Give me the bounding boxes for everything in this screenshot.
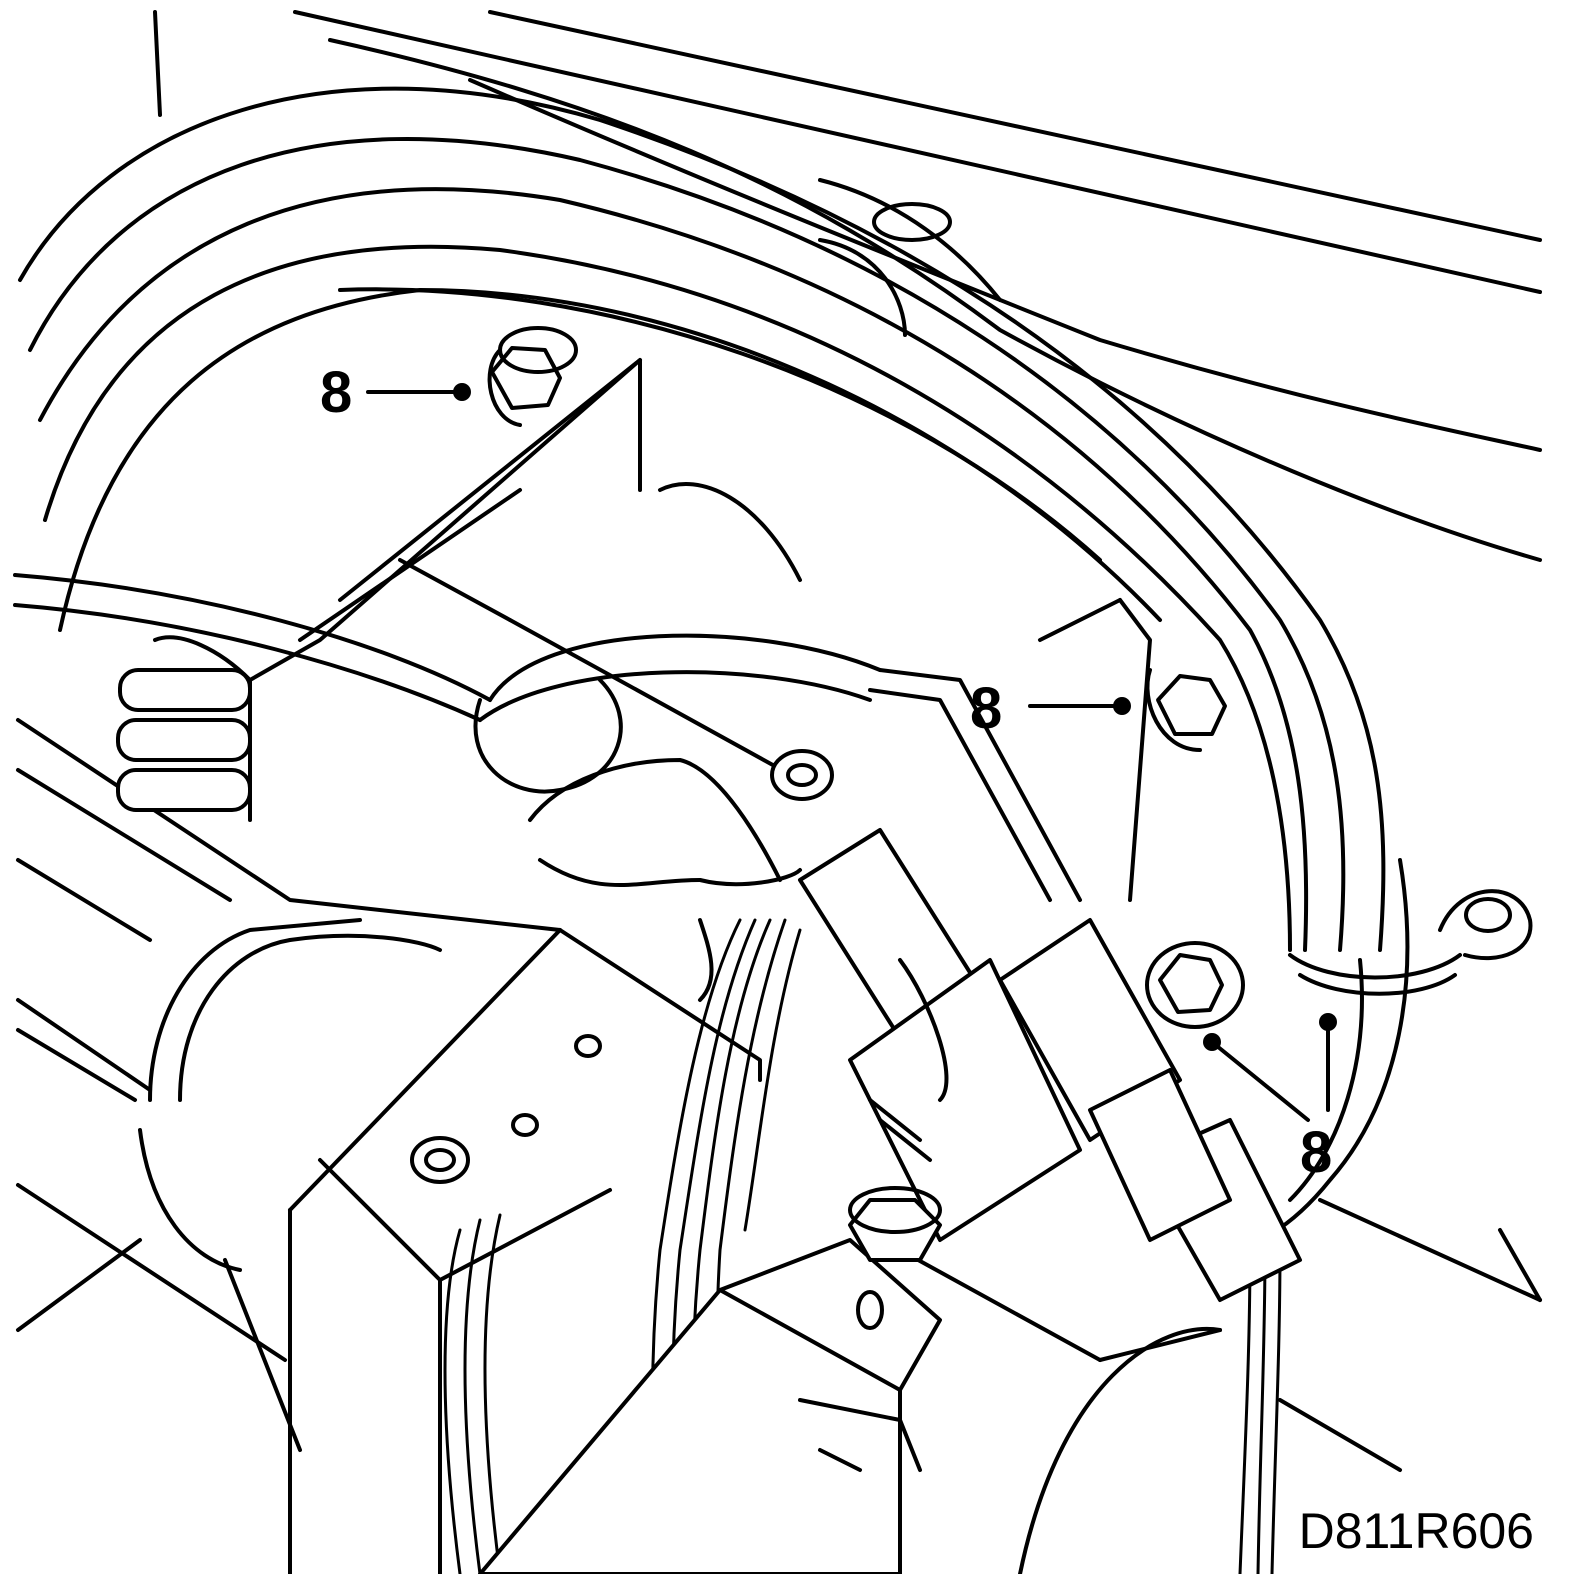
connector-icon <box>798 828 1302 1302</box>
hose-bundle <box>18 86 1410 1252</box>
nut-top-left <box>487 326 578 427</box>
callout-number-2: 8 <box>970 676 1002 741</box>
callout-number-3: 8 <box>1300 1120 1332 1185</box>
nut-lower-middle <box>1145 941 1245 1029</box>
control-module <box>478 1198 1542 1574</box>
nut-right <box>1145 668 1227 752</box>
nut-bottom <box>848 1186 942 1262</box>
cable-tie-icon <box>1288 889 1533 996</box>
callout-leaders <box>366 383 1337 1122</box>
callout-leader-3 <box>1203 1033 1310 1122</box>
left-frame-rail <box>16 718 562 1362</box>
left-fittings <box>116 635 252 812</box>
figure-reference-code: D811R606 <box>1298 1503 1534 1559</box>
callout-leader-4 <box>1319 1013 1337 1112</box>
mounting-block <box>288 928 762 1574</box>
upper-frame <box>153 10 1542 562</box>
sensor-cable <box>13 573 1082 902</box>
callout-leader-2 <box>1028 697 1131 715</box>
cylinder-housing <box>138 918 442 1452</box>
callout-number-1: 8 <box>320 360 352 425</box>
nut-icon <box>487 326 1245 1262</box>
wire-boot <box>473 678 802 1002</box>
bracket-box <box>248 358 1152 902</box>
ground-terminal-icon <box>770 749 834 801</box>
callout-leader-1 <box>366 383 471 401</box>
